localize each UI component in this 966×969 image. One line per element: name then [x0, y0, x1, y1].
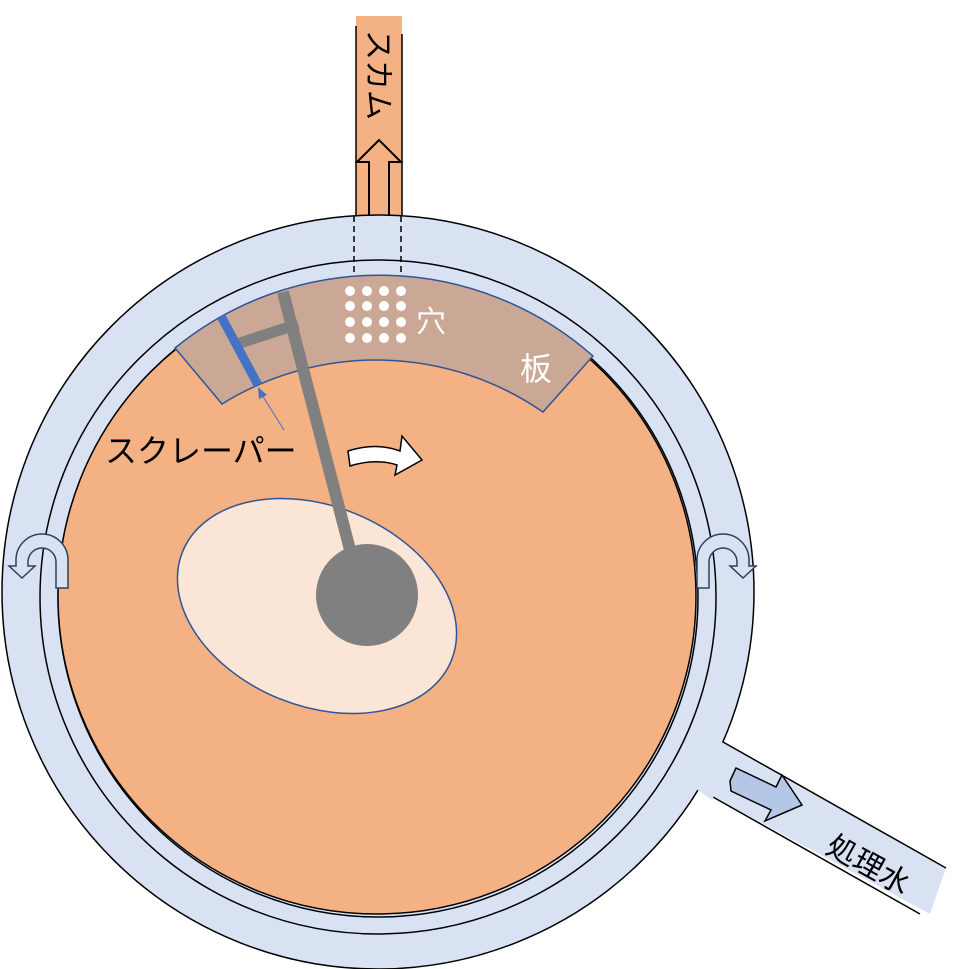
hole-label: 穴	[416, 305, 446, 340]
treated-water-flow-arrow-icon	[729, 766, 804, 823]
treated-water-pipe	[697, 742, 946, 914]
plate-label: 板	[520, 350, 552, 388]
scum-pipe	[356, 16, 402, 216]
perforation-holes	[345, 286, 406, 343]
scraper-pointer-head	[258, 387, 267, 399]
scraper-crossbar	[238, 318, 300, 349]
scraper-pointer-line	[261, 394, 285, 431]
pipe-joint	[692, 738, 736, 800]
scum-flow-arrow-icon	[354, 138, 404, 215]
perforated-plate-tray	[173, 274, 595, 413]
treated-water-pipe-bottom-wall	[696, 787, 921, 915]
rotation-arrow-icon	[347, 434, 424, 477]
scum-label: スカム	[360, 30, 395, 120]
scraper-arm	[277, 290, 368, 598]
scraper-label: スクレーパー	[105, 432, 297, 470]
overflow-arrow-right-icon	[696, 533, 758, 589]
treated-water-pipe-top-wall	[722, 741, 947, 869]
overflow-arrow-left-icon	[7, 533, 69, 589]
ring-inner-edge	[39, 259, 717, 935]
scraper-blade	[211, 302, 262, 388]
scraper-hub	[316, 544, 418, 646]
